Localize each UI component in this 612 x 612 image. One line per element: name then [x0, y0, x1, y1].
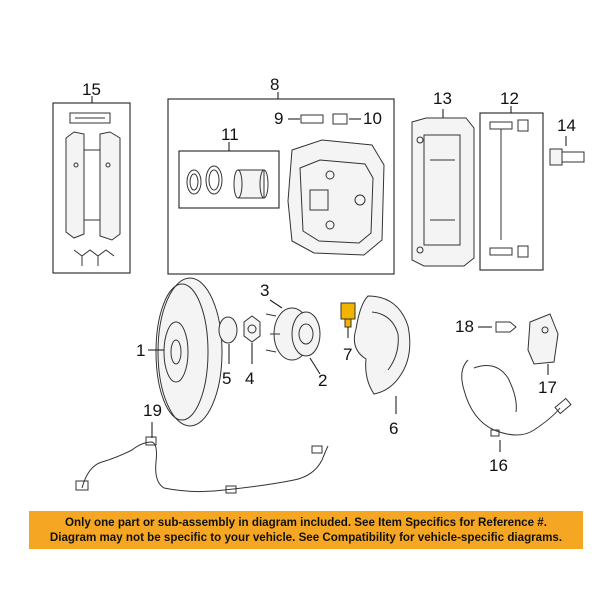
callout-4: 4: [245, 369, 254, 388]
hub-nut: 4: [243, 315, 261, 388]
speed-sensor-harness-19: 19: [75, 401, 329, 494]
callout-5: 5: [222, 369, 231, 388]
callout-19: 19: [143, 401, 162, 420]
callout-6: 6: [389, 419, 398, 438]
caliper-support: 13: [411, 89, 475, 267]
callout-1: 1: [136, 341, 145, 360]
callout-14: 14: [557, 116, 576, 135]
disclaimer-line-2: Diagram may not be specific to your vehi…: [49, 531, 563, 544]
callout-8: 8: [270, 75, 279, 94]
sensor-bracket: 17: [527, 313, 559, 397]
splash-shield-bolt: 7: [340, 302, 356, 364]
callout-3: 3: [260, 281, 269, 300]
brake-pad-set-box: 15: [52, 80, 131, 274]
callout-12: 12: [500, 89, 519, 108]
callout-10: 10: [363, 109, 382, 128]
callout-15: 15: [82, 80, 101, 99]
callout-7: 7: [343, 345, 352, 364]
callout-18: 18: [455, 317, 474, 336]
guide-pin-box: 12: [479, 89, 544, 271]
callout-13: 13: [433, 89, 452, 108]
caliper-assembly-box: 8 9 10 11: [167, 75, 395, 275]
disclaimer-banner: Only one part or sub-assembly in diagram…: [29, 511, 583, 549]
dust-cap: 5: [218, 316, 238, 388]
splash-shield: 6: [353, 295, 411, 438]
callout-17: 17: [538, 378, 557, 397]
hub-bearing: 3 2: [260, 281, 327, 390]
bolt: 14: [549, 116, 585, 166]
disclaimer-line-1: Only one part or sub-assembly in diagram…: [65, 516, 547, 529]
callout-9: 9: [274, 109, 283, 128]
speed-sensor-harness-16: 16: [461, 359, 572, 475]
callout-11: 11: [221, 125, 239, 144]
brake-rotor: 1: [136, 277, 223, 427]
callout-2: 2: [318, 371, 327, 390]
sensor-clip: 18: [455, 317, 517, 336]
callout-16: 16: [489, 456, 508, 475]
